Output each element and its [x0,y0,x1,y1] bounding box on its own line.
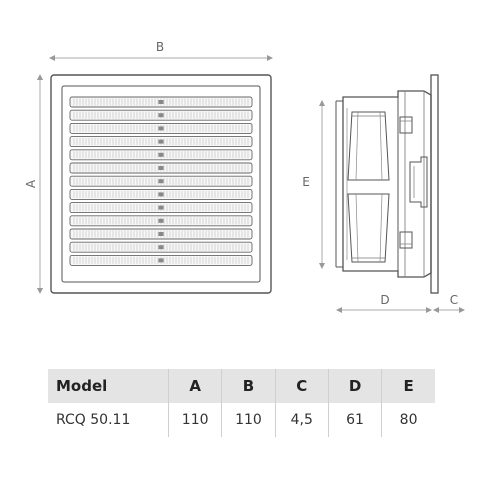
louver-center-tab [158,166,164,170]
louver-center-tab [158,232,164,236]
header-a: A [167,369,222,403]
cell-a: 110 [167,403,222,437]
side-view: E D C [302,74,465,313]
side-body-outline [342,90,432,278]
louver-center-tab [158,152,164,157]
side-front-plate [430,74,439,294]
side-clip-lower [399,231,413,249]
table-row: RCQ 50.11 110 110 4,5 61 80 [48,403,435,437]
louver-center-tab [158,192,164,197]
dim-label-d: D [380,293,389,307]
dim-label-e: E [302,175,310,189]
spec-table: Model A B C D E RCQ 50.11 110 110 4,5 61… [48,369,435,437]
louver-center-tab [158,205,164,210]
side-latch [409,156,428,208]
louver-center-tab [158,258,164,263]
front-view: B A [24,40,273,294]
dim-label-b: B [156,40,164,54]
louver-center-tab [158,245,164,250]
louver-center-tab [158,179,164,184]
dim-label-a: A [24,179,38,188]
grille-outer-frame [50,74,272,294]
spec-table-header-row: Model A B C D E [48,369,435,403]
header-b: B [221,369,276,403]
side-rib-lower [347,193,390,263]
louver-center-tab [158,139,164,144]
louver-center-tab [158,100,164,104]
louver-center-tab [158,218,164,223]
header-e: E [381,369,435,403]
header-c: C [274,369,329,403]
cell-model: RCQ 50.11 [56,412,131,428]
louver-center-tab [158,113,164,118]
cell-d: 61 [327,403,382,437]
grille-louvers [69,96,253,266]
cell-c: 4,5 [274,403,329,437]
cell-b: 110 [221,403,276,437]
louver-center-tab [158,126,164,131]
grille-inner-frame [61,85,261,283]
cell-e: 80 [381,403,435,437]
dim-label-c: C [450,293,458,307]
side-rib-upper [347,111,390,181]
side-clip-upper [399,116,413,134]
header-d: D [327,369,382,403]
header-model: Model [48,369,169,403]
